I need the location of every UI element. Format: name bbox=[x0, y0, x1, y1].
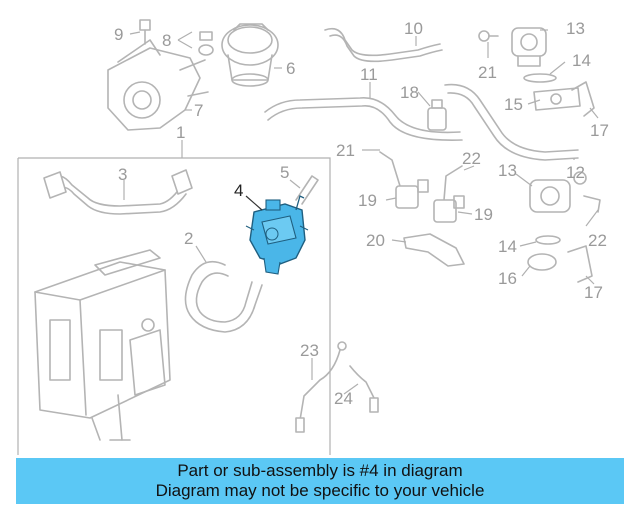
air-pump-6 bbox=[221, 23, 279, 87]
clamp-22-lower bbox=[583, 195, 601, 213]
valve-13-upper bbox=[511, 27, 547, 67]
callout-7: 7 bbox=[194, 101, 203, 120]
callout-15: 15 bbox=[504, 95, 523, 114]
callout-16: 16 bbox=[498, 269, 517, 288]
callout-1: 1 bbox=[176, 123, 185, 142]
flange-15 bbox=[533, 87, 581, 111]
info-banner: Part or sub-assembly is #4 in diagram Di… bbox=[16, 458, 624, 504]
gasket-14-lower bbox=[535, 235, 561, 245]
callout-4: 4 bbox=[234, 181, 243, 200]
callout-9: 9 bbox=[114, 25, 123, 44]
callout-24: 24 bbox=[334, 389, 353, 408]
banner-line-2: Diagram may not be specific to your vehi… bbox=[155, 481, 485, 500]
callout-5: 5 bbox=[280, 163, 289, 182]
banner-line-1: Part or sub-assembly is #4 in diagram bbox=[177, 461, 463, 480]
bracket-17-upper bbox=[571, 81, 595, 117]
sensor-line-21 bbox=[379, 151, 401, 187]
parts-diagram: 9 8 6 7 10 11 13 21 14 18 15 17 1 12 21 … bbox=[17, 19, 609, 455]
callout-23: 23 bbox=[300, 341, 319, 360]
callout-22-upper: 22 bbox=[462, 149, 481, 168]
clips-8 bbox=[198, 31, 214, 56]
callout-12: 12 bbox=[566, 163, 585, 182]
bracket-17-lower bbox=[567, 245, 593, 283]
callout-13-lower: 13 bbox=[498, 161, 517, 180]
callout-19-right: 19 bbox=[474, 205, 493, 224]
charcoal-canister bbox=[34, 249, 171, 441]
gasket-14-upper bbox=[523, 73, 557, 83]
bolt-9 bbox=[139, 19, 151, 45]
sensor-19-left bbox=[395, 179, 429, 209]
assembly-1-frame bbox=[17, 157, 331, 455]
leader-lines bbox=[123, 29, 599, 395]
callout-22-lower: 22 bbox=[588, 231, 607, 250]
hose-11 bbox=[264, 97, 461, 134]
callout-21-upper: 21 bbox=[478, 63, 497, 82]
hose-2 bbox=[184, 260, 263, 333]
bracket-20 bbox=[403, 233, 465, 267]
callout-11: 11 bbox=[360, 65, 378, 84]
callout-13-upper: 13 bbox=[566, 19, 585, 38]
sensor-19-right bbox=[433, 195, 465, 223]
callout-21-lower: 21 bbox=[336, 141, 355, 160]
callout-14-upper: 14 bbox=[572, 51, 591, 70]
callout-3: 3 bbox=[118, 165, 127, 184]
callout-19-left: 19 bbox=[358, 191, 377, 210]
sensor-18 bbox=[427, 99, 447, 131]
valve-13-lower bbox=[529, 171, 587, 213]
callout-14-lower: 14 bbox=[498, 237, 517, 256]
callout-17-upper: 17 bbox=[590, 121, 609, 140]
o2-sensor-23 bbox=[299, 349, 341, 421]
callout-17-lower: 17 bbox=[584, 283, 603, 302]
callout-2: 2 bbox=[184, 229, 193, 248]
mounting-bracket bbox=[107, 39, 209, 131]
hose-10 bbox=[324, 27, 441, 57]
clamp-21-upper bbox=[478, 30, 499, 42]
callout-6: 6 bbox=[286, 59, 295, 78]
callout-8: 8 bbox=[162, 31, 171, 50]
callout-10: 10 bbox=[404, 19, 423, 38]
purge-valve-4[interactable] bbox=[245, 195, 309, 275]
callout-18: 18 bbox=[400, 83, 419, 102]
pipe-5 bbox=[295, 175, 319, 205]
flange-16 bbox=[527, 253, 557, 271]
o2-sensor-24 bbox=[349, 365, 375, 399]
callout-20: 20 bbox=[366, 231, 385, 250]
